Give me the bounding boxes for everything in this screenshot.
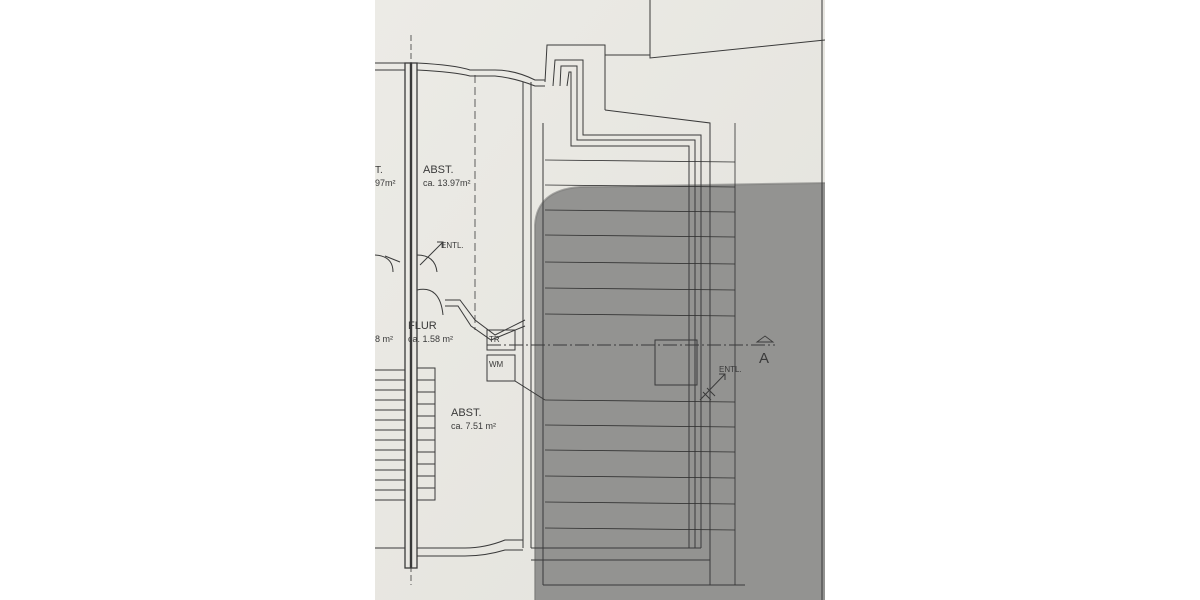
stair-treads bbox=[375, 369, 405, 501]
wm-box bbox=[486, 354, 516, 382]
area-label-bottom: ca. 7.51 m² bbox=[451, 421, 496, 431]
top-arc-wall-inner bbox=[375, 69, 545, 87]
door-arc-top bbox=[416, 254, 438, 273]
section-arrow bbox=[755, 335, 775, 343]
tr-label: TR bbox=[489, 335, 500, 344]
flur-diagonal-inner bbox=[445, 305, 526, 341]
door-arc-flur bbox=[416, 288, 444, 316]
bottom-wall-inner bbox=[417, 549, 523, 557]
area-label-left-mid: 8 m² bbox=[375, 334, 393, 344]
section-marker-label: A bbox=[759, 350, 769, 367]
room-label-top-right: ABST. bbox=[423, 164, 454, 176]
flur-area-label: ca. 1.58 m² bbox=[408, 334, 453, 344]
phone-shadow-edge bbox=[534, 182, 825, 600]
channel-b bbox=[559, 65, 696, 548]
room-label-top-left: T. bbox=[375, 165, 383, 176]
channel-c bbox=[566, 71, 690, 548]
floor-plan-drawing: T. 97m² ABST. ca. 13.97m² ENTL. FLUR 8 m… bbox=[375, 0, 825, 600]
upper-step bbox=[605, 0, 651, 56]
roof-hatch bbox=[544, 123, 736, 585]
wm-connector bbox=[514, 380, 546, 401]
channel-a bbox=[552, 59, 702, 548]
room-label-bottom: ABST. bbox=[451, 407, 482, 419]
channel-outer bbox=[544, 44, 606, 110]
entl-label-right: ENTL. bbox=[719, 365, 742, 374]
wm-label: WM bbox=[489, 360, 504, 369]
floor-plan-photo: T. 97m² ABST. ca. 13.97m² ENTL. FLUR 8 m… bbox=[375, 0, 825, 600]
phone-shadow bbox=[535, 183, 825, 600]
tr-box bbox=[486, 329, 516, 351]
stair-right-treads bbox=[417, 367, 436, 501]
plan-linework bbox=[375, 0, 825, 600]
door-arc-left bbox=[375, 254, 394, 273]
channel-outer-right bbox=[604, 109, 711, 585]
area-label-top-right: ca. 13.97m² bbox=[423, 178, 471, 188]
top-arc-wall bbox=[375, 62, 545, 81]
entl-label-top: ENTL. bbox=[441, 241, 464, 250]
bottom-wall bbox=[375, 539, 523, 549]
ventilation-arrows bbox=[384, 241, 726, 401]
flur-label: FLUR bbox=[408, 320, 437, 332]
area-label-top-left: 97m² bbox=[375, 178, 396, 188]
equipment-box bbox=[654, 339, 698, 386]
